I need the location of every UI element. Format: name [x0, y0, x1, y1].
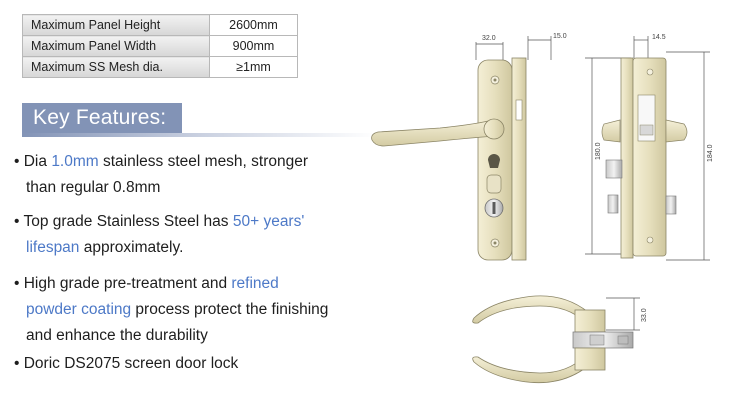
bottom-view-drawing: 33.0 [472, 295, 648, 384]
dimension-label: 33.0 [641, 308, 648, 322]
spec-row: Maximum Panel Width 900mm [22, 35, 298, 57]
spec-label: Maximum Panel Height [22, 14, 210, 36]
spec-label: Maximum Panel Width [22, 35, 210, 57]
feature-highlight: 1.0mm [51, 153, 99, 170]
feature-highlight: lifespan [26, 239, 80, 256]
dimension-label: 14.5 [652, 34, 666, 41]
feature-item-coating: • High grade pre-treatment and refined p… [14, 271, 328, 349]
front-view-drawing: 32.0 15.0 [371, 33, 567, 261]
spec-row: Maximum SS Mesh dia. ≥1mm [22, 56, 298, 78]
feature-text: stainless steel mesh, stronger [98, 153, 309, 170]
feature-highlight: 50+ years' [232, 213, 305, 230]
feature-highlight: powder coating [26, 301, 132, 318]
feature-text: approximately. [79, 239, 184, 256]
feature-text: than regular 0.8mm [26, 179, 161, 196]
feature-text: Doric DS2075 screen door lock [23, 355, 239, 372]
feature-text: High grade pre-treatment and [23, 275, 232, 292]
feature-highlight: refined [231, 275, 279, 292]
feature-item-model: • Doric DS2075 screen door lock [14, 355, 239, 372]
back-view-drawing: 14.5 180.0 184.0 [585, 34, 714, 261]
feature-text: Dia [23, 153, 52, 170]
feature-text: and enhance the durability [26, 327, 208, 344]
feature-text: process protect the finishing [131, 301, 329, 318]
banner-divider [22, 133, 377, 137]
spec-label: Maximum SS Mesh dia. [22, 56, 210, 78]
key-features-banner: Key Features: [22, 103, 182, 133]
spec-table: Maximum Panel Height 2600mm Maximum Pane… [22, 14, 298, 78]
spec-value: 2600mm [209, 14, 298, 36]
dimension-label: 32.0 [482, 35, 496, 42]
feature-item-steel: • Top grade Stainless Steel has 50+ year… [14, 213, 305, 256]
dimension-label: 184.0 [707, 144, 714, 162]
spec-value: ≥1mm [209, 56, 298, 78]
dimension-label: 15.0 [553, 33, 567, 40]
key-features-title: Key Features: [33, 106, 167, 129]
feature-text: Top grade Stainless Steel has [23, 213, 233, 230]
spec-row: Maximum Panel Height 2600mm [22, 14, 298, 36]
feature-item-mesh: • Dia 1.0mm stainless steel mesh, strong… [14, 149, 308, 201]
dimension-label: 180.0 [595, 142, 602, 160]
